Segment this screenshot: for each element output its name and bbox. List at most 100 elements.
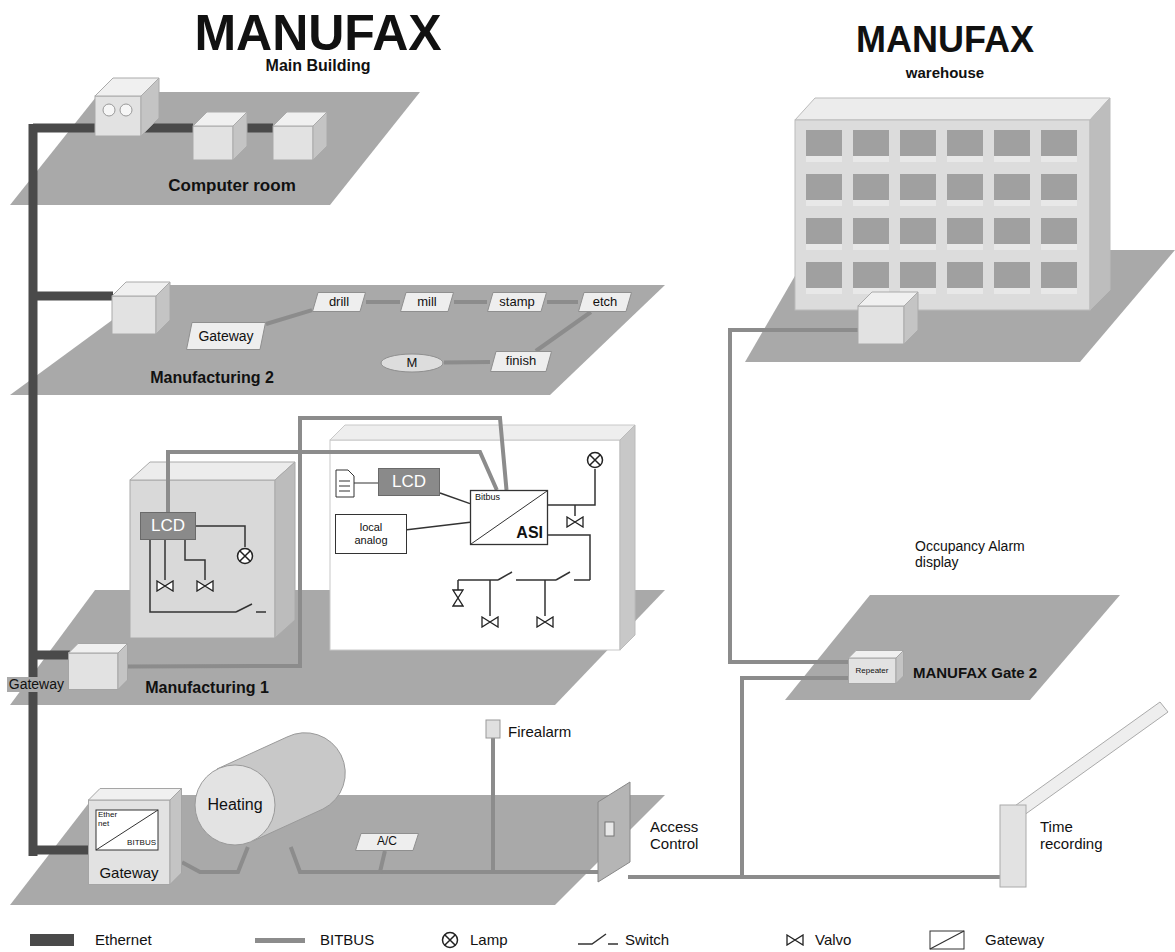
bitbus-connector (366, 300, 400, 304)
node-label: Gateway (198, 328, 253, 344)
bitbus-connector (444, 360, 490, 365)
legend-swatch (30, 934, 74, 946)
shelf-bay (1041, 262, 1077, 294)
shelf-board (806, 288, 842, 294)
server-front (858, 306, 904, 344)
floor-plane (10, 285, 665, 395)
server-side (233, 112, 247, 160)
server-side (141, 78, 159, 136)
legend-swatch (255, 938, 305, 943)
panel-top (330, 425, 635, 440)
plate-outline (491, 352, 552, 372)
valve-symbol (567, 517, 583, 527)
caption-label: Occupancy Alarm display (915, 538, 1037, 570)
panel-side (620, 425, 635, 650)
shelf-bay (947, 218, 983, 250)
box-side (170, 789, 182, 885)
caption-label: Computer room (168, 177, 296, 194)
ac-unit: A/C (355, 833, 419, 851)
shelf-board (806, 244, 842, 250)
server-front (112, 296, 156, 334)
server-side (313, 112, 327, 160)
plate-outline (187, 323, 266, 350)
floor-plane (785, 595, 1120, 700)
cylinder-end (195, 765, 275, 845)
plate-outline (401, 293, 454, 312)
lamp-symbol (588, 453, 603, 468)
shelf-board (1041, 244, 1077, 250)
node-label: Ether net (98, 811, 122, 829)
box-front (69, 653, 119, 690)
shelf-bay (853, 174, 889, 206)
box-outline (379, 469, 440, 496)
barrier-arm (1012, 702, 1168, 818)
gateway-box: Ether netBITBUS Gateway (88, 788, 182, 885)
bitbus-connector (168, 452, 497, 512)
box-outline (336, 515, 407, 554)
legend-text: BITBUS (320, 931, 374, 948)
legend-valve-symbol (787, 935, 803, 945)
document-icon (336, 470, 354, 497)
bitbus-connector (547, 300, 578, 304)
legend-gateway-diagonal (930, 931, 964, 949)
time-clock-post (1000, 805, 1026, 887)
bitbus-connector (266, 310, 312, 324)
box-outline (141, 513, 196, 540)
node-label: Gateway (99, 865, 158, 882)
shelf-board (900, 244, 936, 250)
legend-text: Ethernet (95, 931, 152, 948)
shelf-board (947, 244, 983, 250)
node-label: LCD (151, 516, 185, 536)
card-reader (605, 822, 614, 836)
node-label: Gateway (7, 677, 66, 692)
shelf-bay (994, 262, 1030, 294)
valve-symbol (482, 617, 498, 627)
lcd-display: LCD (140, 512, 196, 540)
node-label: Heating (207, 796, 262, 814)
motor: M (380, 353, 444, 373)
warehouse-side (1090, 98, 1110, 310)
bitbus-connector (440, 493, 470, 504)
shelf-bay (947, 174, 983, 206)
bitbus-connector (407, 522, 470, 530)
control-panel (330, 440, 620, 650)
node-label: BITBUS (127, 839, 156, 848)
box-top (69, 644, 128, 654)
gateway-diagonal (471, 491, 547, 544)
cyl-outline (190, 735, 350, 847)
asi-gateway: BitbusASI (470, 490, 548, 545)
bitbus-connector (536, 312, 591, 351)
heating-unit: Heating (190, 735, 350, 847)
shelf-bay (806, 262, 842, 294)
shelf-grid (806, 130, 1077, 294)
node-label: ASI (516, 524, 543, 542)
shelf-board (900, 156, 936, 162)
document-wiring (339, 481, 378, 491)
valve-symbol (537, 617, 553, 627)
caption-label: Firealarm (508, 723, 571, 740)
shelf-board (947, 156, 983, 162)
plate-outline (313, 293, 366, 312)
shelf-bay (1041, 174, 1077, 206)
legend-gateway-symbol (930, 931, 964, 949)
gateway-box: Gateway (186, 322, 266, 350)
cabinet-top (130, 462, 295, 480)
repeater-box: Repeater (848, 650, 904, 684)
caption-label: Manufacturing 1 (145, 680, 269, 696)
shelf-bay (806, 218, 842, 250)
shelf-board (900, 200, 936, 206)
shelf-bay (947, 262, 983, 294)
gateway-symbol (96, 810, 158, 850)
node-label: LCD (392, 472, 426, 492)
plate-outline (488, 293, 547, 312)
shelf-bay (806, 130, 842, 162)
box-front (89, 800, 171, 885)
box-front (849, 658, 897, 684)
shelf-board (806, 200, 842, 206)
node-label: etch (593, 295, 618, 310)
machine-station: finish (490, 351, 552, 372)
legend-text: Valvo (815, 931, 851, 948)
box-side (896, 651, 904, 684)
bitbus-connector (182, 847, 248, 872)
caption-label: MANUFAX (194, 8, 441, 58)
